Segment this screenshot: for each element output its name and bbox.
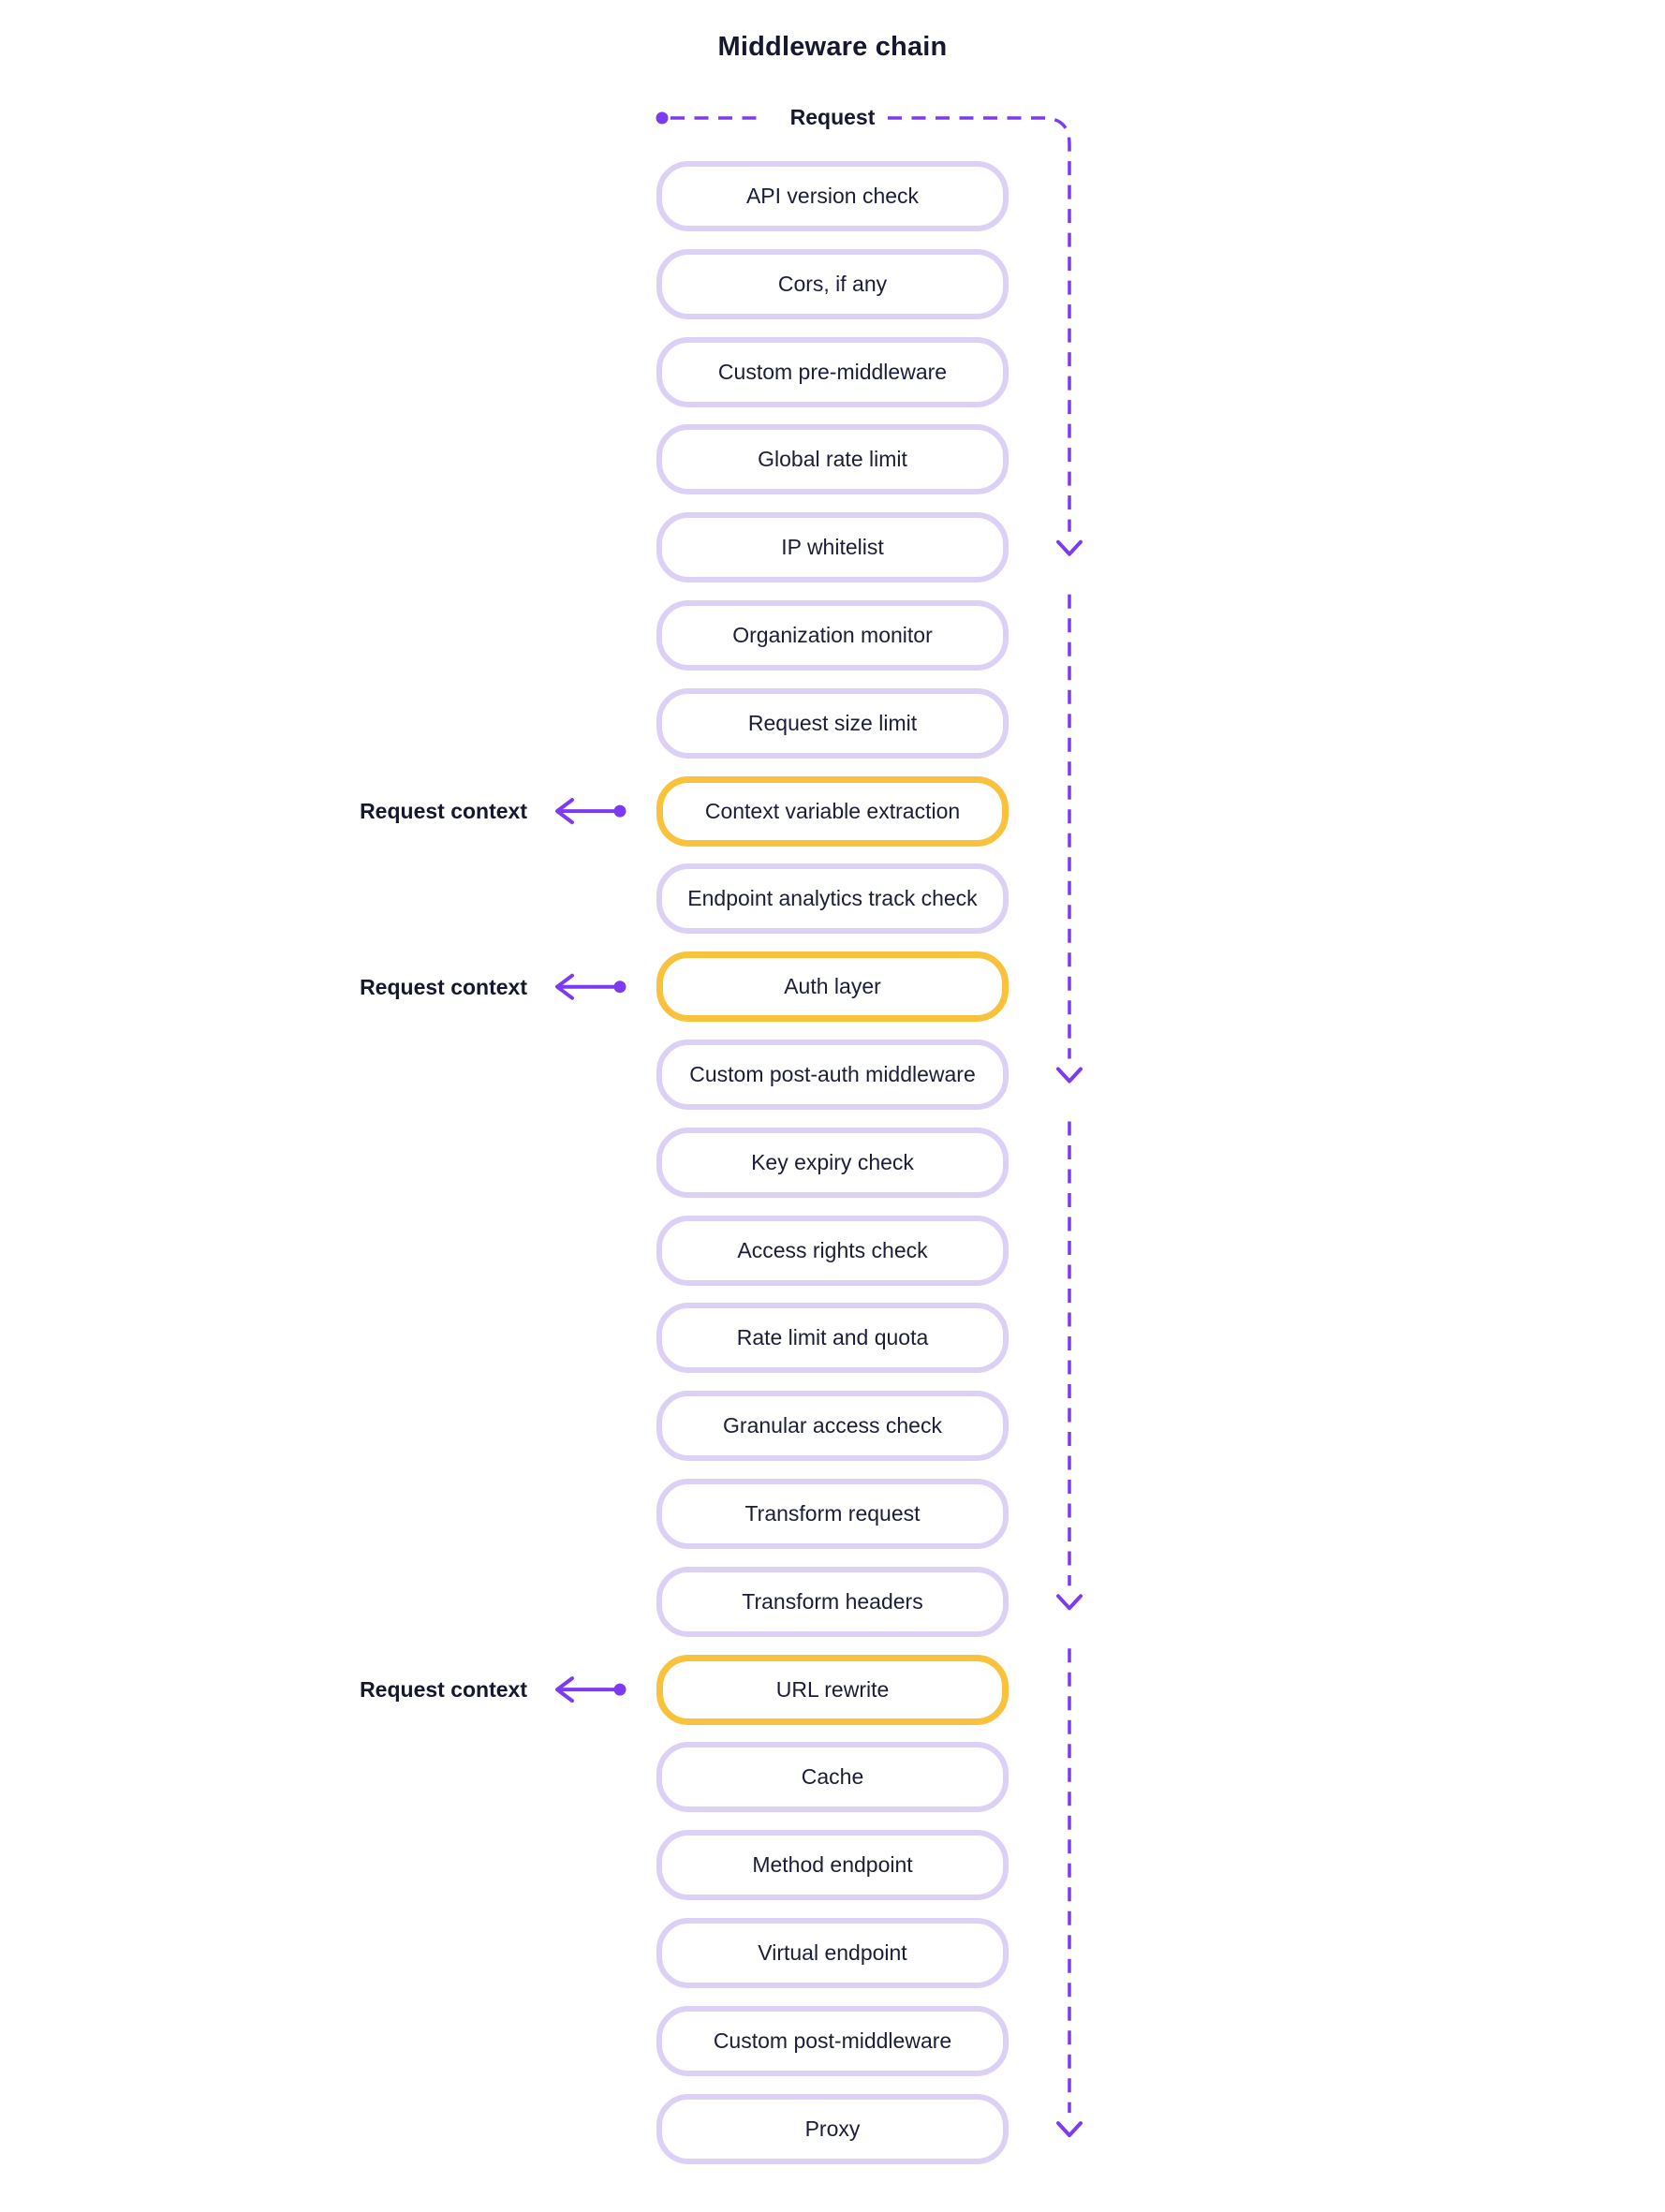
flow-arrowhead-down-icon — [1056, 1067, 1083, 1084]
middleware-box-label: Granular access check — [723, 1413, 942, 1438]
diagram-title: Middleware chain — [717, 32, 948, 62]
middleware-box-label: Access rights check — [737, 1237, 928, 1262]
middleware-box-url-rewrite: URL rewrite — [656, 1654, 1009, 1725]
middleware-box-label: Request size limit — [747, 710, 918, 735]
request-flow-label: Request — [789, 105, 876, 129]
middleware-box-label: Transform request — [744, 1501, 921, 1526]
middleware-box-label: Custom post-auth middleware — [689, 1062, 976, 1086]
annotation-arrowhead-left-icon — [555, 1676, 574, 1703]
middleware-box-label: Organization monitor — [732, 623, 933, 647]
middleware-box-label: Proxy — [804, 2116, 861, 2141]
annotation-arrowhead-left-icon — [555, 973, 574, 1000]
middleware-box-api-version-check: API version check — [656, 161, 1009, 231]
middleware-box-access-rights-check: Access rights check — [656, 1215, 1009, 1286]
middleware-box-method-endpoint: Method endpoint — [656, 1830, 1009, 1901]
request-context-label: Request context — [360, 1677, 527, 1703]
middleware-box-cache: Cache — [656, 1742, 1009, 1813]
middleware-box-ip-whitelist: IP whitelist — [656, 512, 1009, 583]
middleware-box-label: Key expiry check — [751, 1149, 914, 1174]
annotation-arrow-dot-icon — [613, 1683, 626, 1696]
middleware-box-cors-if-any: Cors, if any — [656, 248, 1009, 319]
middleware-box-organization-monitor: Organization monitor — [656, 600, 1009, 671]
middleware-box-label: Transform headers — [742, 1588, 923, 1614]
middleware-box-label: Cache — [801, 1764, 864, 1790]
flow-arrowhead-down-icon — [1056, 1594, 1083, 1611]
middleware-box-granular-access-check: Granular access check — [656, 1391, 1009, 1462]
request-context-label: Request context — [360, 799, 527, 824]
middleware-box-custom-post-auth-middleware: Custom post-auth middleware — [656, 1040, 1009, 1110]
middleware-box-auth-layer: Auth layer — [656, 951, 1009, 1023]
middleware-box-label: IP whitelist — [781, 535, 884, 560]
middleware-box-label: Context variable extraction — [704, 798, 961, 823]
middleware-box-transform-request: Transform request — [656, 1479, 1009, 1549]
request-context-label: Request context — [360, 974, 527, 999]
middleware-box-global-rate-limit: Global rate limit — [656, 424, 1009, 495]
annotation-arrow-dot-icon — [613, 804, 626, 818]
middleware-box-rate-limit-and-quota: Rate limit and quota — [656, 1303, 1009, 1374]
middleware-box-label: Custom post-middleware — [713, 2028, 952, 2053]
middleware-box-request-size-limit: Request size limit — [656, 687, 1009, 759]
middleware-box-label: Virtual endpoint — [758, 1940, 907, 1965]
middleware-box-transform-headers: Transform headers — [656, 1566, 1009, 1637]
middleware-box-label: Custom pre-middleware — [717, 359, 948, 384]
middleware-box-proxy: Proxy — [656, 2093, 1009, 2164]
middleware-box-context-variable-extraction: Context variable extraction — [656, 775, 1009, 847]
middleware-box-label: Cors, if any — [777, 271, 888, 296]
middleware-box-label: Endpoint analytics track check — [687, 886, 978, 911]
middleware-box-label: Method endpoint — [752, 1852, 913, 1878]
middleware-box-key-expiry-check: Key expiry check — [656, 1127, 1009, 1198]
annotation-arrow-dot-icon — [613, 981, 626, 994]
middleware-box-custom-post-middleware: Custom post-middleware — [656, 2005, 1009, 2076]
annotation-arrowhead-left-icon — [555, 798, 574, 825]
middleware-box-label: Global rate limit — [758, 447, 907, 472]
middleware-box-label: Rate limit and quota — [736, 1325, 929, 1350]
middleware-box-endpoint-analytics-track-check: Endpoint analytics track check — [656, 863, 1009, 935]
flow-arrowhead-down-icon — [1056, 2121, 1083, 2138]
middleware-box-label: API version check — [745, 184, 920, 208]
flow-arrowhead-down-icon — [1056, 539, 1083, 556]
middleware-box-custom-pre-middleware: Custom pre-middleware — [656, 336, 1009, 407]
middleware-box-label: URL rewrite — [775, 1676, 890, 1702]
middleware-box-virtual-endpoint: Virtual endpoint — [656, 1918, 1009, 1988]
middleware-box-label: Auth layer — [784, 974, 881, 999]
